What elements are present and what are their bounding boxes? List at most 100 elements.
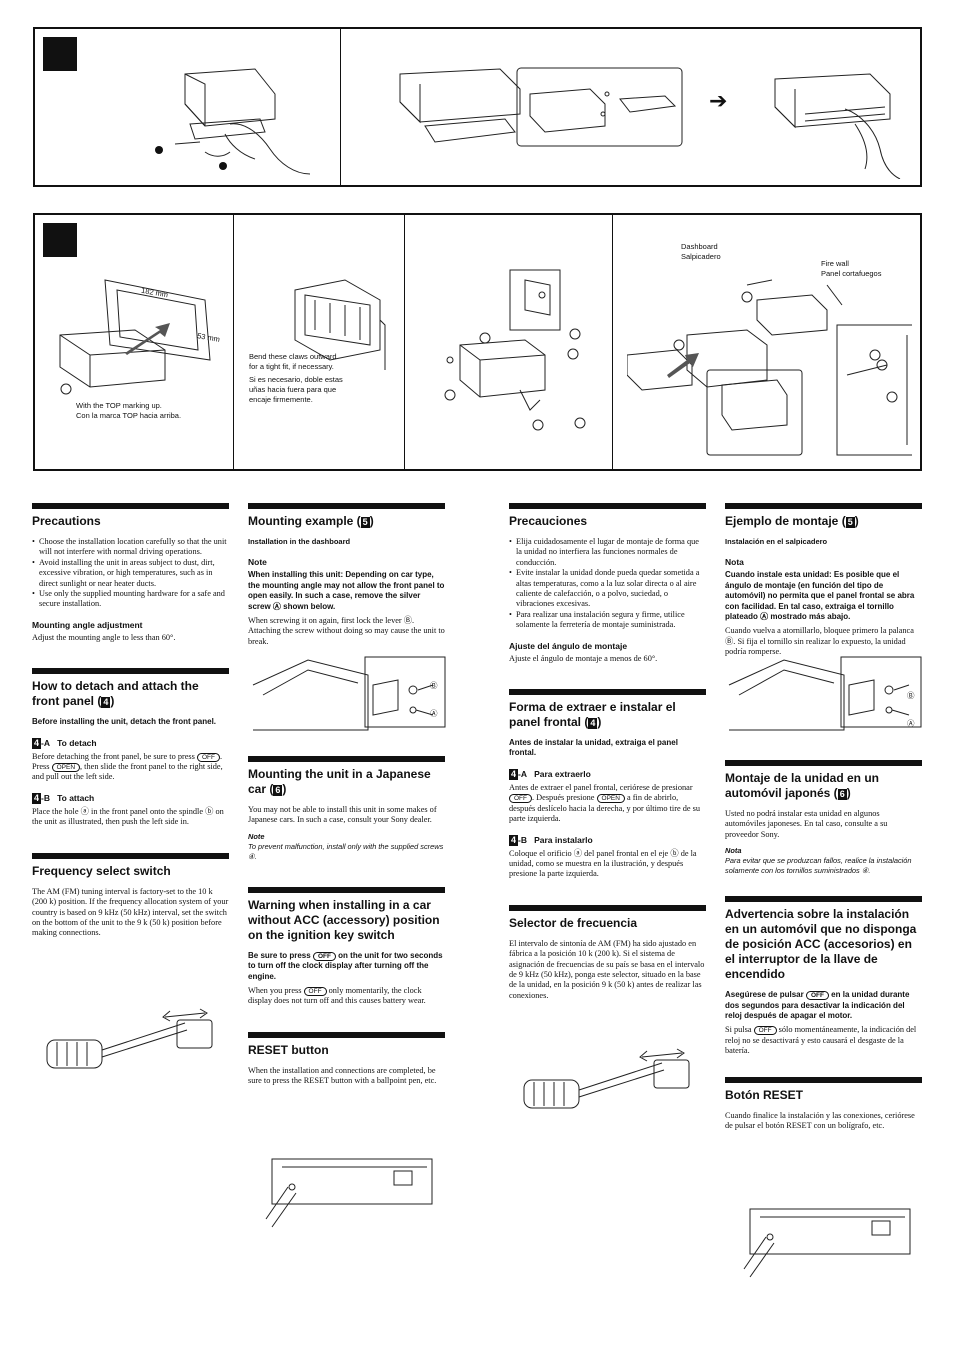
section-title: Precauciones bbox=[509, 514, 588, 528]
note-title: Note bbox=[248, 831, 265, 841]
reset-illustration-es bbox=[743, 1208, 911, 1278]
paragraph: Si pulsa OFF sólo momentáneamente, la in… bbox=[725, 1025, 917, 1056]
screwdriver-illustration-es bbox=[523, 1048, 690, 1109]
section-bar bbox=[509, 689, 706, 696]
note-bold: Cuando instale esta unidad: Es posible q… bbox=[725, 570, 915, 622]
off-key: OFF bbox=[509, 794, 532, 804]
subsection-title: 4-B To attach bbox=[32, 792, 229, 804]
reset-illustration-en bbox=[265, 1158, 433, 1228]
paragraph: When the installation and connections ar… bbox=[248, 1065, 437, 1086]
subsection-title: 4-A Para extraerlo bbox=[509, 768, 591, 780]
paragraph: Coloque el orificio ⓐ del panel frontal … bbox=[509, 848, 697, 879]
dashboard-install-illustration bbox=[627, 279, 912, 456]
section-title: Forma de extraer e instalar el panel fro… bbox=[509, 700, 676, 730]
section-bar bbox=[509, 503, 706, 509]
section-frequency: Frequency select switch The AM (FM) tuni… bbox=[32, 852, 229, 939]
paragraph: Ajuste el ángulo de montaje a menos de 6… bbox=[509, 653, 658, 663]
column-english-right-2: Mounting the unit in a Japanese car (6) … bbox=[248, 756, 445, 1107]
precauciones-list: Elija cuidadosamente el lugar de montaje… bbox=[509, 537, 706, 631]
label-screw-a-es: Ⓐ bbox=[907, 719, 915, 728]
section-bar bbox=[248, 756, 445, 762]
list-item: Choose the installation location careful… bbox=[32, 537, 229, 558]
step-label: -B bbox=[41, 792, 50, 803]
list-item: Avoid installing the unit in areas subje… bbox=[32, 558, 229, 589]
figure-divider-3 bbox=[612, 215, 613, 469]
section-advertencia-acc: Advertencia sobre la instalación en un a… bbox=[725, 896, 922, 1056]
figure-installation: 182 mm 53 mm With the TOP marking up. Co… bbox=[33, 213, 922, 471]
section-reset: RESET button When the installation and c… bbox=[248, 1031, 445, 1087]
section-title: Selector de frecuencia bbox=[509, 915, 638, 930]
figure-ref-badge: 4 bbox=[32, 737, 42, 749]
note-text: Cuando vuelva a atornillarlo, bloquee pr… bbox=[725, 626, 914, 657]
section-mounting-example: Mounting example (5) Installation in the… bbox=[248, 503, 445, 647]
title-close: ) bbox=[110, 694, 115, 709]
subsection-title: Mounting angle adjustment bbox=[32, 619, 143, 630]
section-title: Advertencia sobre la instalación en un a… bbox=[725, 907, 917, 982]
figure-ref-badge: 6 bbox=[837, 789, 847, 800]
intro-text: Antes de instalar la unidad, extraiga el… bbox=[509, 738, 678, 758]
sleeve-illustration bbox=[59, 279, 211, 395]
figure-ref-badge: 4 bbox=[509, 834, 519, 846]
figure-ref-badge: 4 bbox=[509, 768, 519, 780]
subtitle: Installation in the dashboard bbox=[248, 537, 351, 546]
figure-divider-1 bbox=[233, 215, 234, 469]
open-key: OPEN bbox=[51, 763, 81, 773]
open-key: OPEN bbox=[596, 794, 625, 804]
column-spanish-left: Precauciones Elija cuidadosamente el lug… bbox=[509, 503, 706, 1021]
section-extraer-instalar: Forma de extraer e instalar el panel fro… bbox=[509, 689, 706, 880]
paragraph: You may not be able to install this unit… bbox=[248, 805, 437, 825]
section-bar bbox=[248, 503, 445, 509]
note-title: Nota bbox=[725, 557, 744, 568]
subsection-title: 4-A To detach bbox=[32, 737, 229, 749]
figure-number-badge bbox=[43, 37, 77, 71]
claws-illustration bbox=[294, 279, 386, 370]
figure-ref-badge: 4 bbox=[588, 718, 598, 730]
section-title: Warning when installing in a car without… bbox=[248, 897, 440, 942]
figure-ref-badge: 4 bbox=[32, 792, 42, 804]
section-detach-attach: How to detach and attach the front panel… bbox=[32, 668, 229, 827]
warning-bold: Be sure to press OFF on the unit for two… bbox=[248, 950, 443, 981]
note-title: Nota bbox=[725, 846, 742, 856]
note-text: To prevent malfunction, install only wit… bbox=[248, 841, 444, 861]
warning-bold: Asegúrese de pulsar OFF en la unidad dur… bbox=[725, 990, 910, 1021]
step-title: To attach bbox=[57, 792, 95, 803]
note-text: When screwing it on again, first lock th… bbox=[248, 616, 445, 646]
paragraph: Antes de extraer el panel frontal, cerió… bbox=[509, 782, 700, 824]
section-bar bbox=[725, 760, 922, 766]
figure-divider bbox=[340, 29, 341, 185]
label-screw-a-en: Ⓐ bbox=[430, 709, 438, 718]
screw-location-illustration-en bbox=[252, 656, 446, 731]
title-text: How to detach and attach the front panel… bbox=[32, 679, 199, 709]
section-title: Montaje de la unidad en un automóvil jap… bbox=[725, 771, 880, 800]
section-bar bbox=[32, 668, 229, 675]
section-selector-frecuencia: Selector de frecuencia El intervalo de s… bbox=[509, 904, 706, 1001]
section-title: Mounting example (5) bbox=[248, 514, 374, 528]
subsection-title: 4-B Para instalarlo bbox=[509, 834, 593, 846]
section-title: Mounting the unit in a Japanese car (6) bbox=[248, 767, 431, 796]
off-key: OFF bbox=[196, 752, 220, 762]
section-title: Botón RESET bbox=[725, 1087, 803, 1102]
figure-front-panel: ➔ bbox=[33, 27, 922, 187]
column-english-right: Mounting example (5) Installation in the… bbox=[248, 503, 445, 667]
note-title: Note bbox=[248, 557, 267, 568]
section-bar bbox=[725, 896, 922, 903]
subtitle: Instalación en el salpicadero bbox=[725, 537, 828, 546]
list-item: Para realizar una instalación segura y f… bbox=[509, 610, 706, 631]
paragraph: Before detaching the front panel, be sur… bbox=[32, 751, 223, 782]
caption-top-marking-es: Con la marca TOP hacia arriba. bbox=[76, 411, 182, 420]
column-spanish-right: Ejemplo de montaje (5) Instalación en el… bbox=[725, 503, 922, 678]
subsection-title: Ajuste del ángulo de montaje bbox=[509, 640, 628, 651]
caption-claws-es1: Si es necesario, doble estas bbox=[249, 375, 343, 384]
figure-divider-2 bbox=[404, 215, 405, 469]
section-bar bbox=[32, 852, 229, 859]
paragraph: Place the hole ⓐ in the front panel onto… bbox=[32, 806, 224, 827]
section-precautions: Precautions Choose the installation loca… bbox=[32, 503, 229, 643]
section-bar bbox=[509, 904, 706, 911]
section-ejemplo-montaje: Ejemplo de montaje (5) Instalación en el… bbox=[725, 503, 922, 658]
paragraph: El intervalo de sintonía de AM (FM) ha s… bbox=[509, 938, 705, 1000]
list-item: Evite instalar la unidad donde pueda que… bbox=[509, 568, 706, 610]
section-title: Precautions bbox=[32, 514, 101, 528]
section-bar bbox=[725, 503, 922, 509]
caption-claws-es3: encaje firmemente. bbox=[249, 395, 313, 404]
figure-ref-badge: 4 bbox=[101, 697, 111, 709]
